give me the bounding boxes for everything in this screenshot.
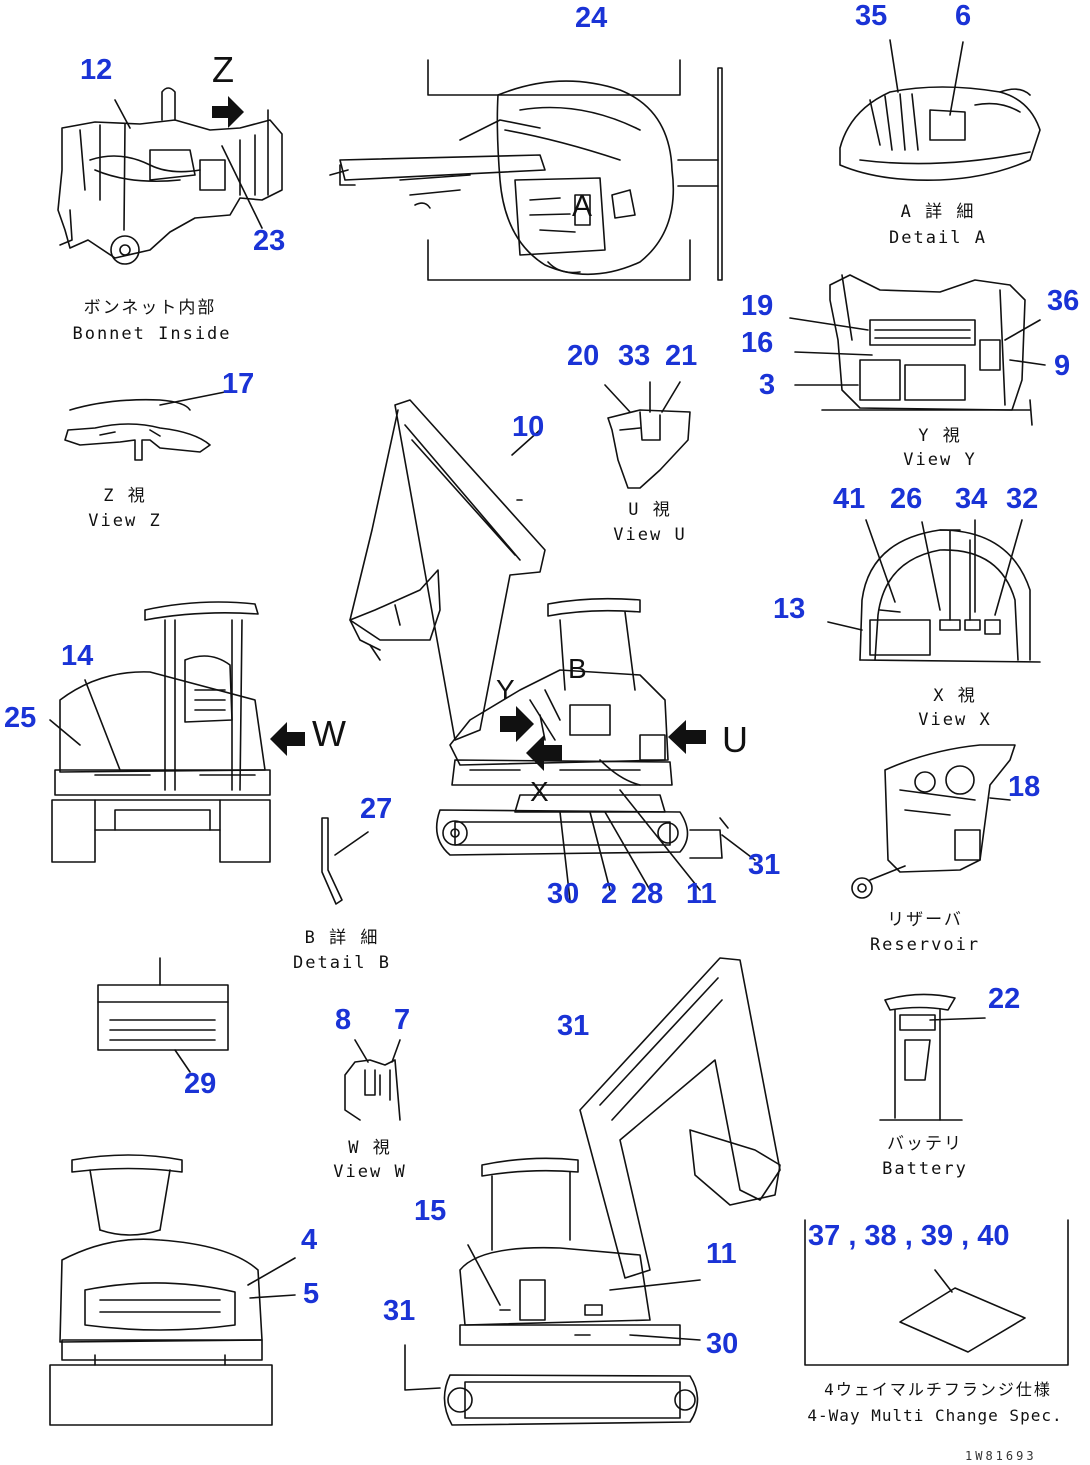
callout-35: 35: [855, 0, 888, 32]
arrow-x: [526, 735, 562, 771]
spec-box-drawing: [804, 1219, 1069, 1366]
caption-view-x-en: View X: [918, 710, 992, 730]
bonnet-inside-drawing: [57, 87, 283, 265]
callout-31c: 31: [383, 1295, 416, 1327]
callout-30b: 30: [706, 1328, 739, 1360]
caption-battery-en: Battery: [882, 1159, 968, 1179]
view-z-drawing: [64, 391, 226, 461]
caption-view-y-en: View Y: [903, 450, 977, 470]
caption-detail-a-en: Detail A: [889, 228, 987, 248]
caption-detail-b-en: Detail B: [293, 953, 391, 973]
view-letter-u: U: [722, 719, 748, 760]
callout-36: 36: [1047, 285, 1080, 317]
caption-detail-a-jp: A 詳 細: [900, 202, 976, 222]
callout-6: 6: [955, 0, 972, 32]
caption-view-z-en: View Z: [88, 511, 162, 531]
caption-reservoir-en: Reservoir: [869, 935, 981, 955]
callout-11: 11: [686, 878, 717, 910]
view-letter-b: B: [568, 653, 587, 684]
detail-a-drawing: [839, 39, 1041, 182]
caption-view-y-jp: Y 視: [918, 426, 962, 446]
callout-20: 20: [567, 340, 600, 372]
callout-15: 15: [414, 1195, 447, 1227]
callout-28: 28: [631, 878, 664, 910]
callout-spec-numbers: 37 , 38 , 39 , 40: [808, 1220, 1010, 1252]
view-letter-w: W: [312, 713, 346, 754]
arrow-z: [212, 96, 244, 128]
caption-view-u-jp: U 視: [628, 500, 672, 520]
main-excavator-drawing: [349, 399, 756, 901]
callout-21: 21: [665, 340, 698, 372]
callout-26: 26: [890, 483, 923, 515]
view-letter-a: A: [572, 190, 593, 223]
side-excavator-drawing: [404, 957, 781, 1426]
caption-view-w-jp: W 視: [348, 1138, 392, 1158]
callout-4: 4: [301, 1224, 318, 1256]
callout-31: 31: [748, 849, 781, 881]
rear-view-drawing: [49, 601, 271, 863]
caption-battery-jp: バッテリ: [887, 1134, 963, 1154]
callout-14: 14: [61, 640, 94, 672]
callout-34: 34: [955, 483, 988, 515]
callout-29: 29: [184, 1068, 217, 1100]
callout-31b: 31: [557, 1010, 590, 1042]
top-view-drawing: [329, 59, 723, 281]
callout-16: 16: [741, 327, 774, 359]
battery-drawing: [879, 993, 986, 1121]
callout-19: 19: [741, 290, 774, 322]
view-u-drawing: [604, 381, 691, 489]
callout-12: 12: [80, 54, 113, 86]
callout-22: 22: [988, 983, 1021, 1015]
callout-8: 8: [335, 1004, 352, 1036]
callout-10: 10: [512, 411, 545, 443]
callout-33: 33: [618, 340, 651, 372]
view-y-drawing: [789, 274, 1046, 426]
caption-view-z-jp: Z 視: [103, 486, 147, 506]
caption-view-w-en: View W: [333, 1162, 407, 1182]
view-w-drawing: [344, 1039, 401, 1121]
callout-23: 23: [253, 225, 286, 257]
callout-17: 17: [222, 368, 255, 400]
callout-3: 3: [759, 369, 776, 401]
view-letter-y: Y: [496, 674, 515, 705]
callout-13: 13: [773, 593, 806, 625]
callout-9: 9: [1054, 350, 1071, 382]
view-letter-x: X: [530, 776, 549, 807]
callout-24: 24: [575, 2, 608, 34]
caption-reservoir-jp: リザーバ: [887, 910, 963, 930]
callout-32: 32: [1006, 483, 1039, 515]
callout-2: 2: [601, 878, 618, 910]
front-view-drawing: [49, 1154, 296, 1426]
drawing-reference: 1W81693: [965, 1449, 1037, 1463]
callout-25: 25: [4, 702, 37, 734]
callout-41: 41: [833, 483, 866, 515]
view-letter-z: Z: [212, 49, 234, 90]
callout-5: 5: [303, 1278, 320, 1310]
detail-b-drawing: [321, 817, 369, 905]
callout-7: 7: [394, 1004, 411, 1036]
caption-view-u-en: View U: [613, 525, 687, 545]
caption-spec-jp: 4ウェイマルチフランジ仕様: [824, 1380, 1052, 1399]
caption-bonnet-jp: ボンネット内部: [83, 298, 217, 318]
caption-view-x-jp: X 視: [933, 686, 977, 706]
callout-27: 27: [360, 793, 393, 825]
callout-11b: 11: [706, 1238, 737, 1270]
callout-30: 30: [547, 878, 580, 910]
caption-bonnet-en: Bonnet Inside: [72, 324, 232, 344]
arrow-y: [500, 706, 534, 742]
view-x-drawing: [827, 519, 1041, 663]
caption-spec-en: 4-Way Multi Change Spec.: [807, 1406, 1063, 1425]
arrow-w: [270, 722, 305, 756]
label-29-drawing: [97, 957, 229, 1073]
caption-detail-b-jp: B 詳 細: [304, 928, 380, 948]
callout-18: 18: [1008, 771, 1041, 803]
reservoir-drawing: [851, 744, 1016, 899]
arrow-u: [668, 720, 706, 754]
